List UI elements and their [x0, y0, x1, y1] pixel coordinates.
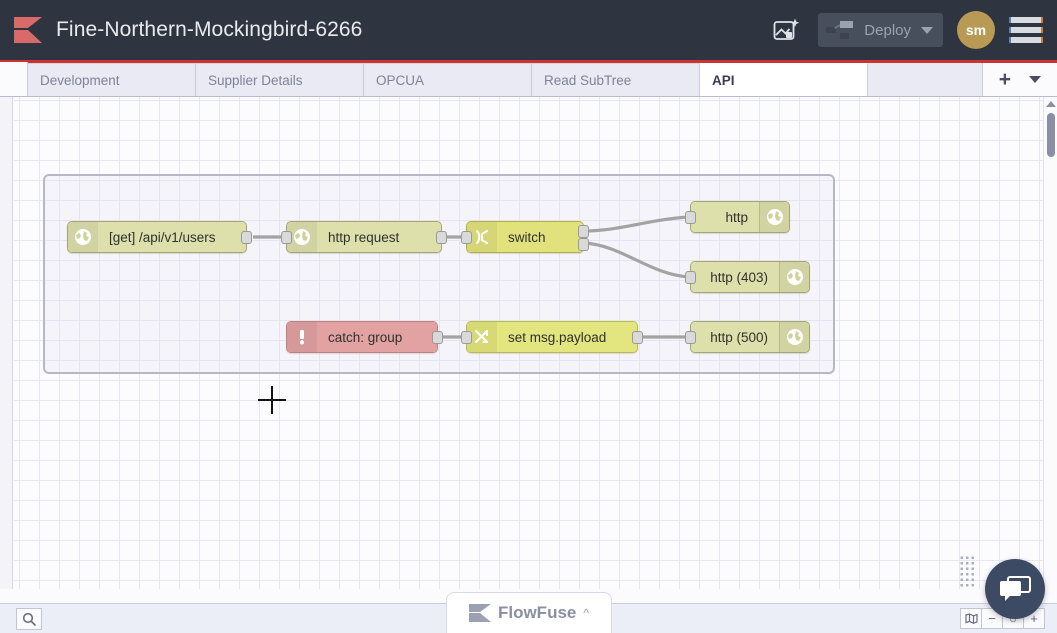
- node-input-port[interactable]: [685, 331, 696, 344]
- tab-list-chevron-icon[interactable]: [1029, 76, 1041, 83]
- node-label: [get] /api/v1/users: [109, 229, 216, 245]
- node-output-port[interactable]: [432, 331, 443, 344]
- node-http-response-403[interactable]: http (403): [685, 261, 810, 293]
- tab-development[interactable]: Development: [28, 63, 196, 96]
- node-input-port[interactable]: [461, 231, 472, 244]
- tab-api[interactable]: API: [700, 63, 868, 96]
- avatar[interactable]: sm: [957, 11, 995, 49]
- node-label: set msg.payload: [508, 329, 607, 345]
- node-output-port[interactable]: [241, 231, 252, 244]
- node-output-port[interactable]: [436, 231, 447, 244]
- app-header: Fine-Northern-Mockingbird-6266 Deploy sm: [0, 0, 1057, 63]
- node-label: http (500): [710, 329, 768, 345]
- flowfuse-footer-widget[interactable]: FlowFuse ^: [446, 592, 612, 633]
- node-change[interactable]: set msg.payload: [461, 321, 643, 353]
- deploy-button[interactable]: Deploy: [818, 13, 943, 47]
- search-icon[interactable]: [16, 607, 42, 630]
- flowfuse-logo-small: [468, 604, 491, 622]
- node-input-port[interactable]: [685, 271, 696, 284]
- canvas-vertical-scrollbar[interactable]: [1043, 97, 1057, 589]
- node-label: http: [725, 209, 748, 225]
- node-label: switch: [508, 229, 546, 245]
- tab-bar-actions: +: [981, 63, 1057, 96]
- hamburger-menu-icon[interactable]: [1009, 15, 1043, 45]
- change-arrows-icon: [467, 322, 497, 352]
- chat-bubble-icon[interactable]: [985, 559, 1045, 619]
- globe-icon: [68, 222, 98, 252]
- tab-supplier-details[interactable]: Supplier Details: [196, 63, 364, 96]
- globe-icon: [779, 262, 809, 292]
- workspace: [get] /api/v1/users http request: [0, 97, 1057, 633]
- add-flow-button[interactable]: +: [998, 68, 1011, 91]
- node-http-in[interactable]: [get] /api/v1/users: [67, 221, 252, 253]
- canvas-left-gutter: [0, 97, 13, 589]
- tab-opcua[interactable]: OPCUA: [364, 63, 532, 96]
- scroll-up-icon[interactable]: [1045, 101, 1056, 107]
- page-title: Fine-Northern-Mockingbird-6266: [56, 18, 363, 41]
- node-input-port[interactable]: [461, 331, 472, 344]
- drag-dots-icon[interactable]: [959, 555, 975, 589]
- node-http-response-500[interactable]: http (500): [685, 321, 810, 353]
- crosshair-cursor: [258, 386, 286, 414]
- node-http-request[interactable]: http request: [281, 221, 447, 253]
- node-http-response-200[interactable]: http: [685, 201, 790, 233]
- deploy-nodes-icon: [826, 20, 854, 40]
- tab-read-subtree[interactable]: Read SubTree: [532, 63, 700, 96]
- node-output-port[interactable]: [632, 331, 643, 344]
- flow-tab-bar: Development Supplier Details OPCUA Read …: [0, 62, 1057, 97]
- vertical-scroll-thumb[interactable]: [1047, 113, 1055, 157]
- flowfuse-logo: [14, 17, 42, 43]
- map-overview-icon[interactable]: [960, 608, 982, 629]
- node-input-port[interactable]: [685, 211, 696, 224]
- node-label: catch: group: [328, 329, 403, 345]
- node-output-port-0[interactable]: [578, 225, 589, 238]
- exclamation-icon: [287, 322, 317, 352]
- node-label: http request: [328, 229, 400, 245]
- chevron-up-icon[interactable]: ^: [583, 606, 590, 620]
- globe-icon: [779, 322, 809, 352]
- node-switch[interactable]: switch: [461, 221, 589, 253]
- deploy-button-label: Deploy: [864, 21, 911, 39]
- tab-bar-gutter: [0, 62, 28, 96]
- node-output-port-1[interactable]: [578, 238, 589, 251]
- header-right: Deploy sm: [768, 11, 1057, 49]
- globe-icon: [287, 222, 317, 252]
- node-label: http (403): [710, 269, 768, 285]
- chevron-down-icon[interactable]: [921, 26, 933, 34]
- flowfuse-widget-label: FlowFuse: [497, 603, 577, 622]
- switch-fork-icon: [467, 222, 497, 252]
- ai-image-assistant-icon[interactable]: [768, 13, 804, 47]
- node-input-port[interactable]: [281, 231, 292, 244]
- flow-canvas[interactable]: [get] /api/v1/users http request: [14, 97, 1043, 589]
- header-left: Fine-Northern-Mockingbird-6266: [0, 17, 768, 43]
- node-catch[interactable]: catch: group: [286, 321, 443, 353]
- globe-icon: [759, 202, 789, 232]
